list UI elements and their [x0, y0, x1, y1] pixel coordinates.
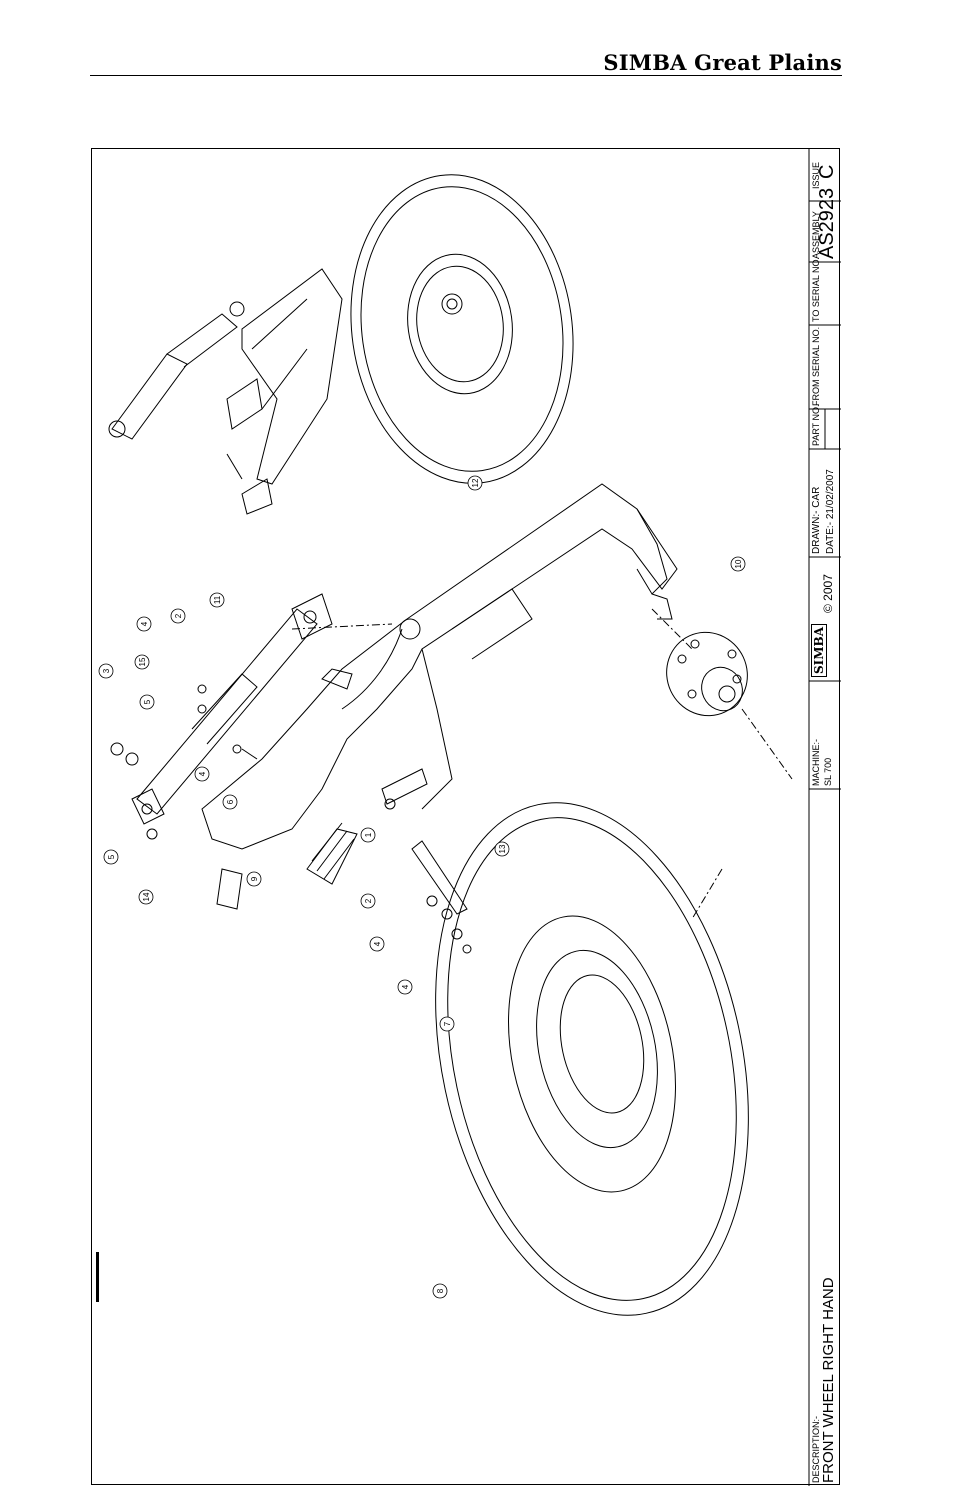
- callout-11: 11: [213, 595, 222, 604]
- issue-value: C: [816, 165, 839, 179]
- simba-logo: SIMBA: [811, 624, 827, 677]
- drawn-by: DRAWN:- CAR: [811, 487, 822, 554]
- exploded-assembly-drawing: 1 2 2 3 4 4 4 4 5 5 6 7 8 9 10 11 12 13 …: [92, 149, 841, 1486]
- callout-13: 13: [498, 844, 507, 853]
- callout-7: 7: [443, 1021, 452, 1026]
- callout-8: 8: [436, 1288, 445, 1293]
- callout-3: 3: [102, 668, 111, 673]
- brand-title: SIMBA Great Plains: [603, 50, 842, 75]
- callout-2a: 2: [174, 613, 183, 618]
- callout-12: 12: [471, 478, 480, 487]
- callout-9: 9: [250, 876, 259, 881]
- from-serial-label: FROM SERIAL NO.: [811, 327, 821, 406]
- callout-4a: 4: [140, 621, 149, 626]
- machine-label: MACHINE:-: [811, 739, 821, 786]
- callout-1: 1: [364, 832, 373, 837]
- callout-5a: 5: [143, 699, 152, 704]
- callout-15: 15: [138, 657, 147, 666]
- callout-14: 14: [142, 892, 151, 901]
- callout-5b: 5: [107, 854, 116, 859]
- drawing-frame: 1 2 2 3 4 4 4 4 5 5 6 7 8 9 10 11 12 13 …: [91, 148, 840, 1485]
- callout-2b: 2: [364, 898, 373, 903]
- part-no-label: PART NO.: [811, 404, 821, 446]
- callout-10: 10: [734, 559, 743, 568]
- machine-value: SL 700: [823, 758, 833, 786]
- callout-6: 6: [226, 799, 235, 804]
- drawn-date: DATE:- 21/02/2007: [825, 469, 836, 554]
- callout-4d: 4: [401, 984, 410, 989]
- header-rule: [90, 75, 842, 76]
- assembly-number: AS2923: [816, 188, 839, 259]
- copyright: © 2007: [821, 574, 835, 613]
- page-margin-bar: [96, 1252, 99, 1302]
- callout-4c: 4: [373, 941, 382, 946]
- to-serial-label: TO SERIAL NO.: [811, 257, 821, 322]
- callout-4b: 4: [198, 771, 207, 776]
- description-value: FRONT WHEEL RIGHT HAND: [820, 1277, 837, 1483]
